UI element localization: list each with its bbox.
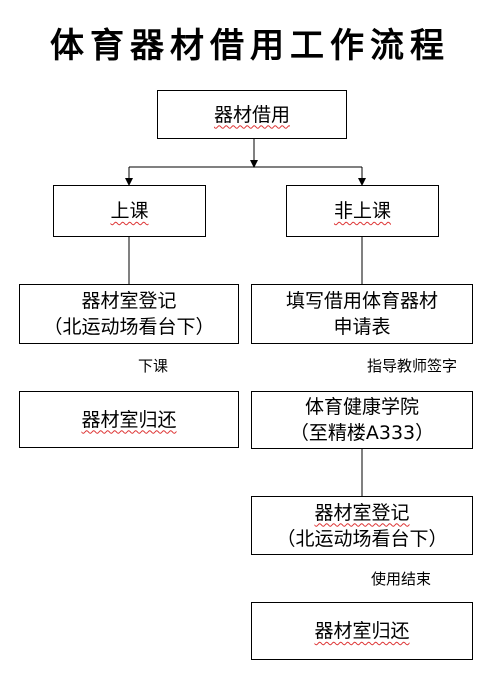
- node-left-return-label: 器材室归还: [81, 408, 177, 431]
- node-fill-form: 填写借用体育器材 申请表: [251, 284, 473, 344]
- node-fill-form-line1: 填写借用体育器材: [285, 290, 438, 312]
- node-left-register: 器材室登记 （北运动场看台下）: [19, 284, 239, 344]
- node-in-class: 上课: [53, 185, 206, 237]
- node-right-register-line1: 器材室登记: [314, 501, 410, 524]
- node-college-line2: （至精楼A333）: [289, 422, 435, 444]
- node-equipment-borrow-label: 器材借用: [213, 103, 290, 126]
- node-right-return-label: 器材室归还: [314, 620, 410, 642]
- node-right-register: 器材室登记 （北运动场看台下）: [251, 496, 473, 555]
- node-left-return: 器材室归还: [19, 391, 239, 448]
- node-not-in-class: 非上课: [286, 185, 439, 237]
- node-left-register-line1: 器材室登记: [81, 290, 177, 312]
- node-fill-form-line2: 申请表: [333, 316, 391, 338]
- label-use-finished: 使用结束: [371, 570, 432, 588]
- node-college: 体育健康学院 （至精楼A333）: [251, 391, 473, 449]
- node-not-in-class-label: 非上课: [333, 200, 391, 222]
- page-title: 体育器材借用工作流程: [50, 26, 450, 66]
- node-right-return: 器材室归还: [251, 602, 473, 660]
- label-after-class: 下课: [138, 357, 169, 375]
- node-right-register-line2: （北运动场看台下）: [276, 527, 448, 550]
- node-equipment-borrow: 器材借用: [157, 90, 347, 139]
- label-teacher-sign: 指导教师签字: [367, 357, 458, 375]
- node-college-line1: 体育健康学院: [304, 396, 419, 418]
- node-left-register-line2: （北运动场看台下）: [43, 316, 215, 338]
- node-in-class-label: 上课: [110, 200, 149, 222]
